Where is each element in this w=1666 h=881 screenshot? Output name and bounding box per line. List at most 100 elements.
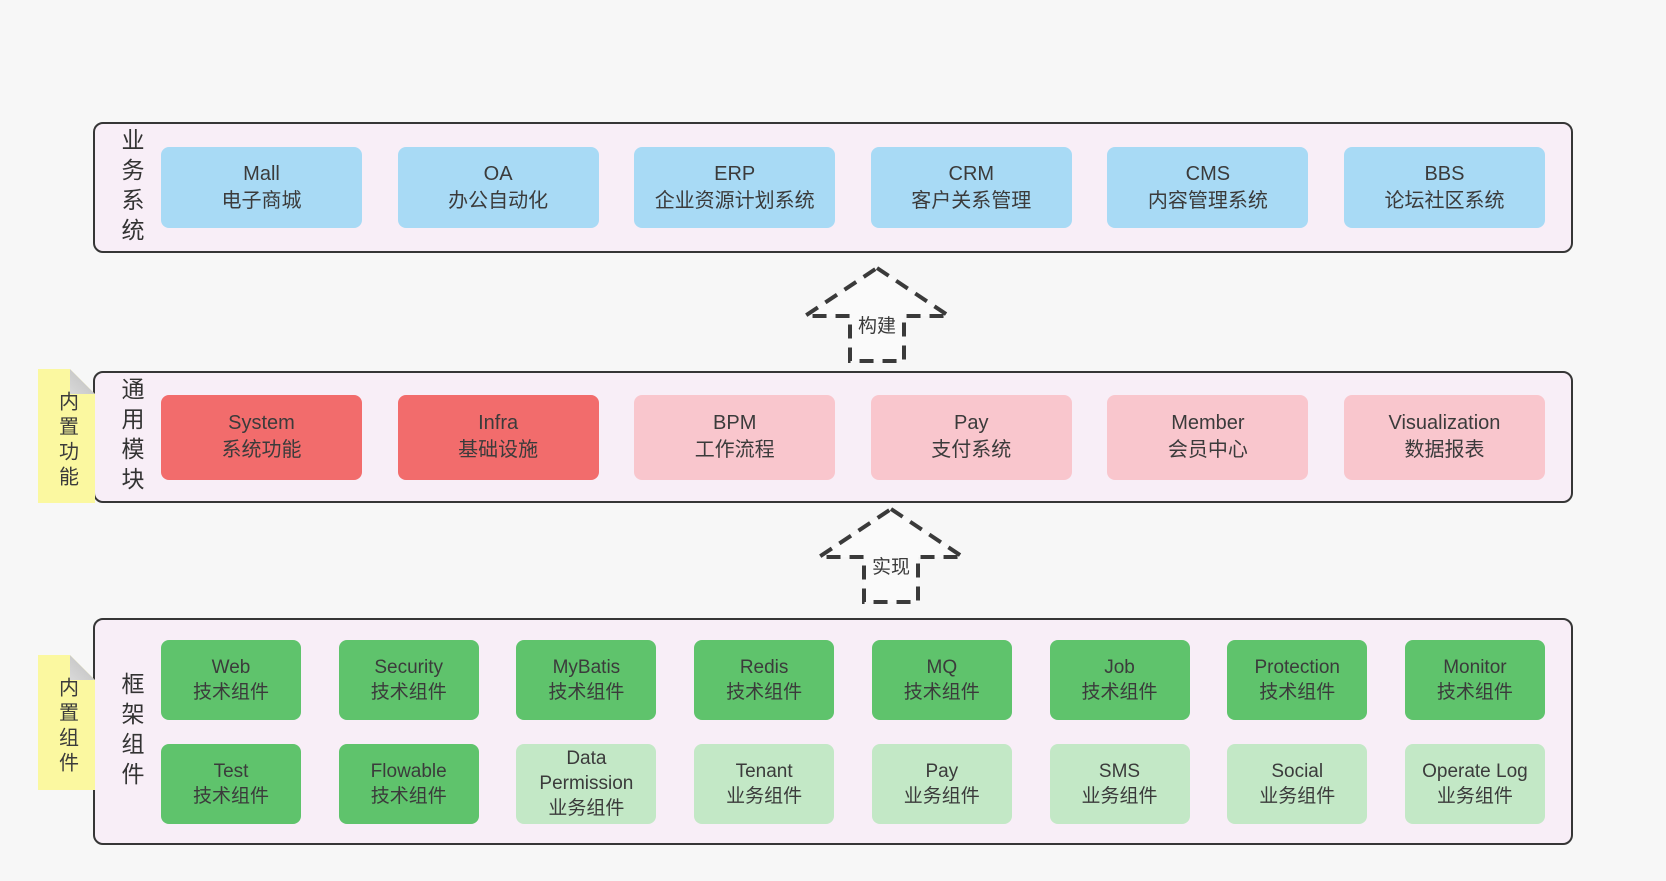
box-subtitle-cn: 论坛社区系统 (1384, 189, 1505, 212)
box-mq: MQ 技术组件 (871, 639, 1012, 720)
box-subtitle-cn: 技术组件 (726, 681, 803, 703)
box-title-en: Protection (1254, 656, 1340, 678)
box-web: Web 技术组件 (161, 639, 301, 720)
box-member: Member 会员中心 (1107, 394, 1309, 480)
box-subtitle-cn: 业务组件 (548, 798, 625, 819)
box-subtitle-cn: 技术组件 (192, 785, 269, 807)
box-title-en: Security (374, 656, 444, 678)
box-visualization: Visualization 数据报表 (1343, 394, 1545, 480)
box-subtitle-cn: 工作流程 (694, 439, 775, 461)
box-job: Job 技术组件 (1049, 639, 1190, 720)
box-sms: SMS 业务组件 (1049, 743, 1190, 824)
sticky-note-builtin-features: 内置功能 (38, 369, 95, 503)
box-title-en: OA (483, 162, 513, 185)
box-subtitle-cn: 技术组件 (192, 681, 269, 703)
box-title-en: Mall (243, 162, 280, 185)
box-mybatis: MyBatis 技术组件 (516, 639, 657, 720)
box-subtitle-cn: 支付系统 (931, 439, 1012, 461)
box-data-permission: Data Permission 业务组件 (516, 743, 657, 824)
box-subtitle-cn: 业务组件 (1081, 785, 1158, 807)
build-arrow-label: 构建 (854, 311, 900, 338)
box-title-en: Tenant (735, 760, 793, 782)
box-subtitle-cn: 技术组件 (370, 785, 447, 807)
box-subtitle-cn: 业务组件 (726, 785, 803, 807)
box-subtitle-cn: 技术组件 (370, 681, 447, 703)
box-subtitle-cn: 业务组件 (903, 785, 980, 807)
box-title-en: MyBatis (552, 656, 621, 678)
box-subtitle-cn: 内容管理系统 (1147, 189, 1268, 212)
box-title-en: Social (1271, 760, 1324, 782)
box-title-en: Redis (739, 656, 789, 678)
sticky-note-builtin-components: 内置组件 (38, 655, 95, 790)
box-subtitle-cn: 企业资源计划系统 (654, 189, 815, 212)
box-operate-log: Operate Log 业务组件 (1404, 743, 1545, 824)
box-subtitle-cn: 数据报表 (1404, 439, 1485, 461)
box-title-en: System (228, 412, 295, 434)
box-flowable: Flowable 技术组件 (338, 743, 479, 824)
box-title-en: CMS (1185, 162, 1231, 185)
box-title-en: SMS (1098, 760, 1141, 782)
box-title-en: Member (1171, 412, 1245, 434)
folded-corner (70, 655, 95, 680)
box-subtitle-cn: 电子商城 (221, 189, 302, 212)
box-title-en: Monitor (1443, 656, 1507, 678)
box-subtitle-cn: 基础设施 (458, 439, 539, 461)
layer-label-common-modules: 通用模块 (118, 377, 144, 497)
box-title-en: Data Permission (539, 748, 634, 794)
box-title-en: ERP (714, 162, 756, 185)
box-oa: OA 办公自动化 (397, 147, 599, 228)
implement-arrow-label: 实现 (868, 552, 914, 579)
box-subtitle-cn: 技术组件 (1259, 681, 1336, 703)
box-subtitle-cn: 系统功能 (221, 439, 302, 461)
box-system: System 系统功能 (161, 394, 362, 480)
build-arrow: 构建 (802, 265, 952, 365)
layer-label-framework-components: 框架组件 (118, 671, 144, 792)
box-crm: CRM 客户关系管理 (870, 147, 1072, 228)
box-title-en: Web (211, 656, 251, 678)
box-mall: Mall 电子商城 (161, 147, 362, 228)
box-title-en: BPM (713, 412, 757, 434)
box-cms: CMS 内容管理系统 (1107, 147, 1309, 228)
box-subtitle-cn: 业务组件 (1259, 785, 1336, 807)
box-social: Social 业务组件 (1227, 743, 1368, 824)
box-subtitle-cn: 客户关系管理 (911, 189, 1032, 212)
sticky-builtin-features-label: 内置功能 (55, 391, 78, 491)
box-bbs: BBS 论坛社区系统 (1343, 147, 1545, 228)
box-subtitle-cn: 技术组件 (548, 681, 625, 703)
box-title-en: MQ (926, 656, 958, 678)
box-subtitle-cn: 技术组件 (903, 681, 980, 703)
box-tenant: Tenant 业务组件 (694, 743, 835, 824)
box-title-en: Flowable (370, 760, 447, 782)
sticky-builtin-components-label: 内置组件 (55, 677, 78, 777)
box-row: Mall 电子商城 OA 办公自动化 ERP 企业资源计划系统 CRM 客户关系管理 CMS 内容… (161, 147, 1545, 228)
box-title-en: CRM (948, 162, 995, 185)
folded-corner (70, 369, 95, 394)
box-subtitle-cn: 技术组件 (1081, 681, 1158, 703)
box-pay: Pay 支付系统 (870, 394, 1072, 480)
box-title-en: Pay (954, 412, 989, 434)
box-title-en: BBS (1424, 162, 1465, 185)
box-erp: ERP 企业资源计划系统 (634, 147, 836, 228)
business-systems-boxes: Mall 电子商城 OA 办公自动化 ERP 企业资源计划系统 CRM 客户关系管理 CMS 内容… (161, 147, 1545, 228)
box-title-en: Operate Log (1422, 760, 1528, 782)
box-subtitle-cn: 办公自动化 (448, 189, 549, 212)
box-title-en: Visualization (1388, 412, 1501, 434)
box-title-en: Pay (925, 760, 959, 782)
box-pay: Pay 业务组件 (871, 743, 1012, 824)
box-title-en: Job (1104, 656, 1135, 678)
box-redis: Redis 技术组件 (694, 639, 835, 720)
implement-arrow: 实现 (816, 506, 966, 606)
box-protection: Protection 技术组件 (1227, 639, 1368, 720)
box-subtitle-cn: 会员中心 (1167, 439, 1248, 461)
box-subtitle-cn: 业务组件 (1436, 785, 1513, 807)
